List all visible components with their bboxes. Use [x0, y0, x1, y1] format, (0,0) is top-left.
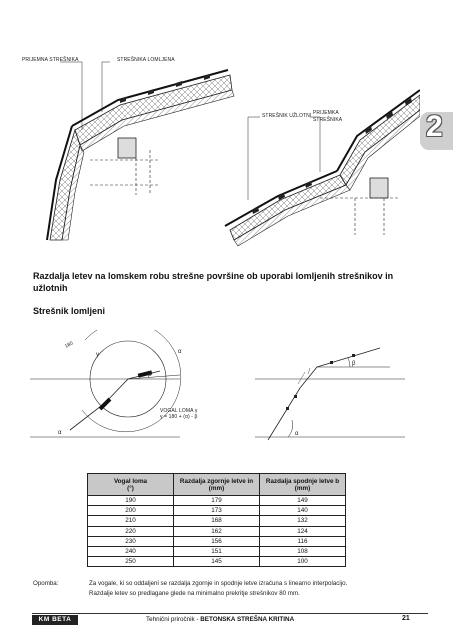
- label-ridge-tile-right: PRIJEMKA STREŠNIKA: [313, 110, 343, 123]
- alpha-left-bottom: α: [58, 430, 62, 436]
- table-cell: 250: [87, 556, 174, 568]
- table-cell: 132: [259, 515, 346, 527]
- table-row: 190 179 149: [87, 494, 346, 507]
- table-cell: 190: [87, 494, 174, 507]
- table-cell: 140: [259, 505, 346, 517]
- table-cell: 210: [87, 515, 174, 527]
- table-cell: 230: [87, 535, 174, 547]
- table-cell: 173: [173, 505, 260, 517]
- table-row: 200 173 140: [87, 505, 346, 517]
- svg-text:α: α: [295, 431, 299, 437]
- col-header-lower: Razdalja spodnje letve b (mm): [259, 473, 346, 496]
- svg-text:β: β: [352, 361, 356, 367]
- table-row: 230 156 116: [87, 535, 346, 547]
- note-line-2: Razdalje letev so predlagane glede na mi…: [89, 590, 300, 597]
- table-cell: 179: [173, 494, 260, 507]
- brand-logo: KM BETA: [32, 615, 78, 625]
- table-cell: 151: [173, 545, 260, 558]
- table-cell: 168: [173, 515, 260, 527]
- chapter-number: 2: [426, 110, 443, 143]
- table-row: 240 151 108: [87, 545, 346, 558]
- section-subheading: Strešnik lomljeni: [33, 306, 106, 316]
- label-bent-tile: STREŠNIKA LOMLJENA: [117, 57, 175, 63]
- table-row: 250 145 100: [87, 556, 346, 568]
- table-cell: 149: [259, 494, 346, 507]
- right-angle-diagram: β α: [255, 347, 405, 441]
- col-header-upper: Razdalja zgornje letve in (mm): [173, 473, 260, 496]
- footer-rule: [32, 613, 428, 614]
- note-line-1: Za vogale, ki so oddaljeni se razdalja z…: [89, 580, 348, 587]
- footer-text-plain: Tehnični priročnik -: [146, 616, 201, 623]
- left-roof-section: [46, 61, 235, 241]
- table-cell: 116: [259, 535, 346, 547]
- label-180: 180: [64, 340, 74, 349]
- angle-label: VOGAL LOMA γ: [160, 408, 198, 414]
- table-cell: 145: [173, 556, 260, 568]
- chapter-tab: [420, 112, 453, 150]
- angle-formula: γ = 180 + (α) - β: [160, 414, 198, 420]
- table-cell: 108: [259, 545, 346, 558]
- table-header-row: Vogal loma (°) Razdalja zgornje letve in…: [87, 473, 346, 496]
- label-ridge-tile: PRIJEMNA STREŠNIKA: [22, 57, 79, 63]
- left-angle-diagram: β γ α α 180: [30, 330, 182, 438]
- table-cell: 124: [259, 525, 346, 537]
- gamma-left: γ: [96, 352, 99, 358]
- table-cell: 162: [173, 525, 260, 537]
- footer-text-bold: BETONSKA STREŠNA KRITINA: [200, 616, 295, 623]
- table-cell: 220: [87, 525, 174, 537]
- angle-diagram: β γ α α 180 β α: [30, 330, 405, 441]
- table-cell: 240: [87, 545, 174, 558]
- section-heading: Razdalja letev na lomskem robu strešne p…: [33, 271, 394, 293]
- table-cell: 156: [173, 535, 260, 547]
- table-cell: 200: [87, 505, 174, 517]
- label-valley-tile: STREŠNIK UŽLOTNI: [262, 113, 312, 119]
- note-label: Opomba:: [33, 580, 59, 587]
- page-number: 21: [402, 615, 410, 622]
- table-cell: 100: [259, 556, 346, 568]
- alpha-left-top: α: [178, 349, 182, 355]
- roof-section-figure: [46, 61, 420, 247]
- table-row: 210 168 132: [87, 515, 346, 527]
- right-roof-section: [224, 89, 420, 247]
- batten-distance-table: Vogal loma (°) Razdalja zgornje letve in…: [87, 473, 346, 568]
- beta-left: β: [148, 372, 152, 378]
- footer-title: Tehnični priročnik - BETONSKA STREŠNA KR…: [146, 616, 294, 623]
- table-row: 220 162 124: [87, 525, 346, 537]
- col-header-angle: Vogal loma (°): [87, 473, 174, 496]
